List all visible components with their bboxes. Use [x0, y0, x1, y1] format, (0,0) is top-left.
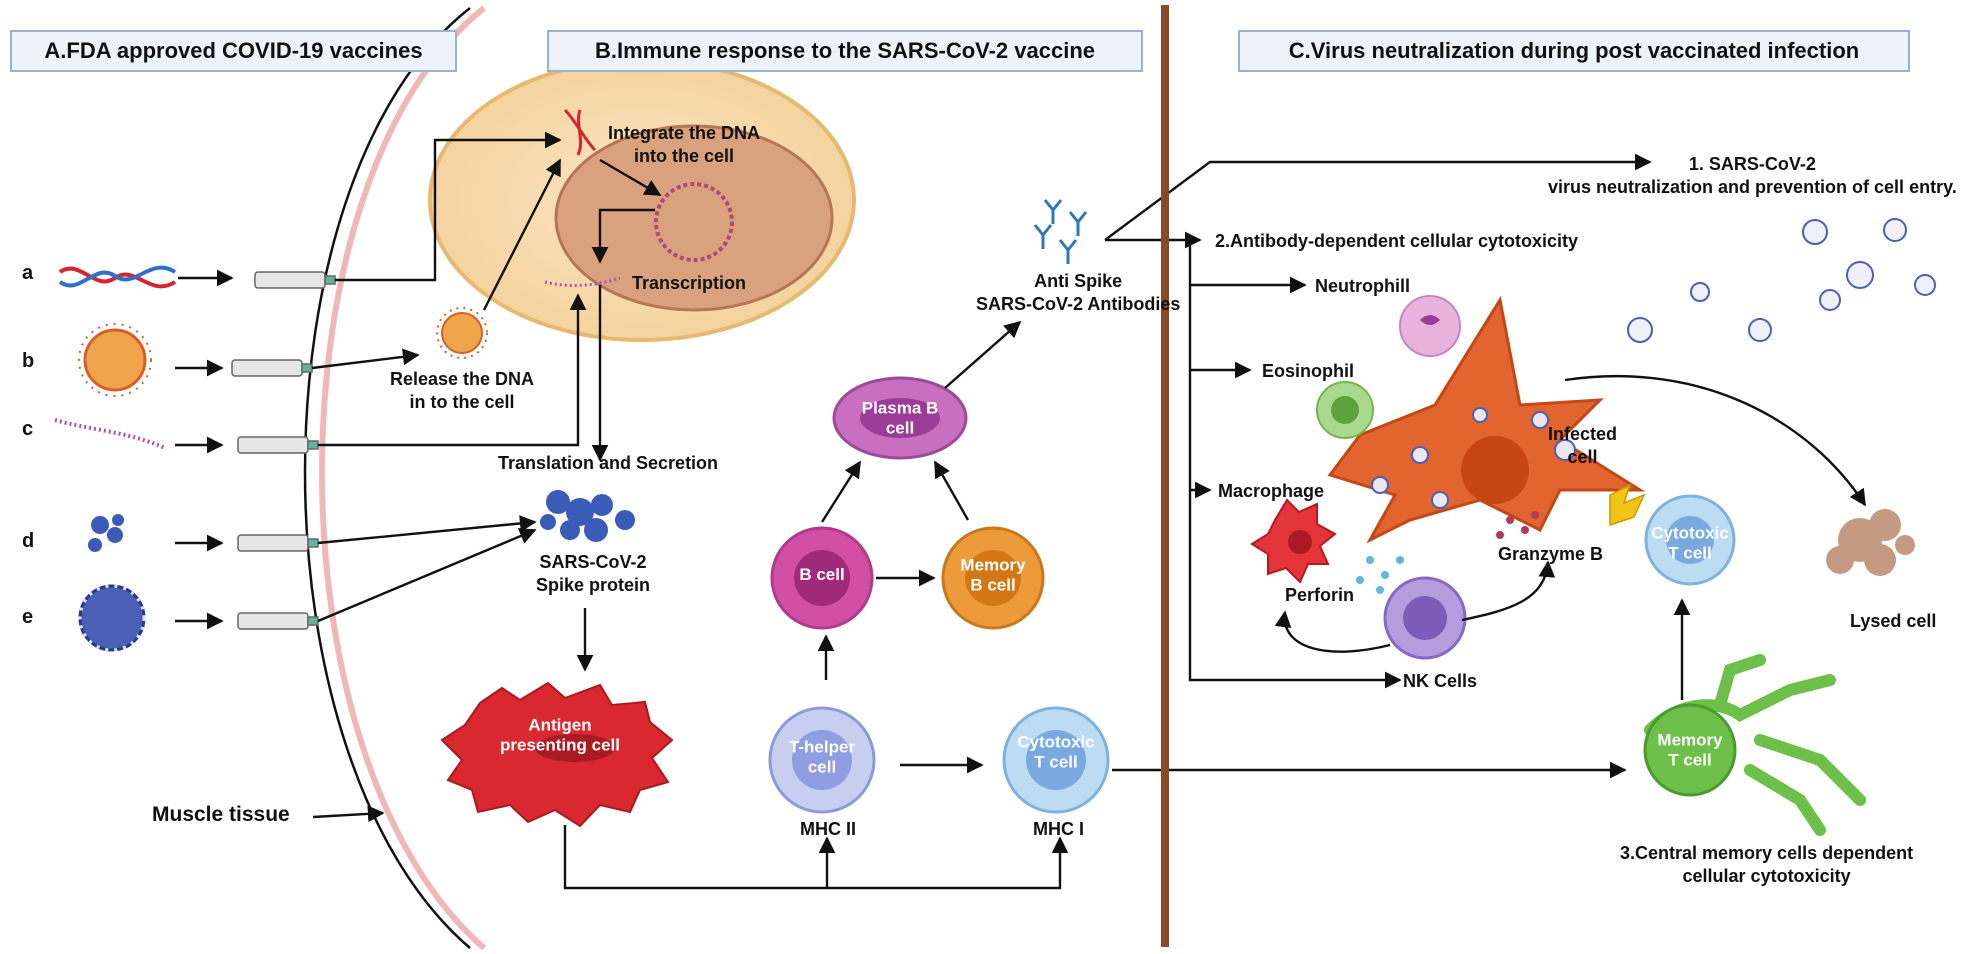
infected-cell-label: Infected cell [1548, 424, 1618, 467]
vaccine-letter-b: b [22, 350, 35, 372]
panel-divider [1161, 5, 1169, 947]
nucleus [554, 124, 834, 312]
adcc-label: 2.Antibody-dependent cellular cytotoxici… [1215, 231, 1579, 251]
granzyme-label: Granzyme B [1498, 544, 1604, 564]
granzyme-dots [1496, 511, 1539, 539]
panel-c-title: C.Virus neutralization during post vacci… [1238, 30, 1910, 72]
spike-protein-label: SARS-CoV-2 Spike protein [536, 552, 651, 595]
eosinophil-label: Eosinophil [1262, 361, 1354, 381]
virus-on-infected-icon [1371, 407, 1576, 509]
translation-secretion-label: Translation and Secretion [498, 453, 719, 473]
spike-protein-cluster-icon [540, 490, 635, 542]
integrate-dna-label: Integrate the DNA into the cell [608, 123, 761, 166]
outcome-1-label: 1. SARS-CoV-2 virus neutralization and p… [1548, 154, 1957, 197]
cytotoxic-t-cell-b-label: Cytotoxic T cell [1017, 732, 1095, 771]
virus-antibody-complex-icon [1627, 218, 1936, 343]
cytotoxic-t-cell-c-label: Cytotoxic T cell [1651, 523, 1729, 562]
vaccine-letter-d: d [22, 530, 35, 552]
dna-helix-icon [58, 265, 177, 289]
lysed-cell [1826, 509, 1915, 576]
t-helper-cell-label: T-helper cell [788, 737, 856, 776]
mrna-icon [54, 418, 166, 450]
vaccine-letter-c: c [22, 418, 34, 440]
release-dna-label: Release the DNA in to the cell [390, 369, 535, 412]
panel-b-title: B.Immune response to the SARS-CoV-2 vacc… [547, 30, 1143, 72]
virus-particle-release-icon [436, 307, 488, 359]
neutrophil-cell [1399, 295, 1461, 357]
dna-small-icon [563, 108, 597, 156]
muscle-membrane-inner [319, 5, 486, 951]
memory-t-cell [1643, 654, 1866, 836]
lysed-cell-label: Lysed cell [1850, 611, 1937, 631]
neutrophil-label: Neutrophill [1315, 276, 1410, 296]
syringe-icons [231, 271, 336, 630]
vaccine-letter-e: e [22, 606, 34, 628]
virus-particle-b-icon [78, 323, 152, 397]
antibody-cluster-icon [1033, 199, 1088, 264]
arrows [175, 131, 1867, 890]
anti-spike-antibodies-label: Anti Spike SARS-CoV-2 Antibodies [976, 271, 1181, 314]
macrophage-label: Macrophage [1218, 481, 1325, 501]
spike-protein-d-icon [88, 514, 124, 552]
vaccine-letter-a: a [22, 262, 34, 284]
outcome-3-label: 3.Central memory cells dependent cellula… [1620, 843, 1914, 886]
memory-t-cell-label: Memory T cell [1657, 730, 1723, 769]
antigen-presenting-label: Antigen presenting cell [500, 715, 620, 754]
mhc-i-label: MHC I [1033, 819, 1084, 839]
plasma-b-cell-label: Plasma B cell [861, 398, 939, 437]
panel-a-title: A.FDA approved COVID-19 vaccines [10, 30, 457, 72]
muscle-tissue-label: Muscle tissue [152, 803, 290, 826]
memory-b-cell-label: Memory B cell [960, 555, 1026, 594]
nk-cells-label: NK Cells [1403, 671, 1478, 691]
perforin-dots [1356, 556, 1404, 594]
perforin-label: Perforin [1285, 585, 1355, 605]
nanoparticle-e-icon [78, 584, 146, 652]
transcription-label: Transcription [632, 273, 747, 293]
lightning-icon [1609, 483, 1646, 527]
b-cell-label: B cell [799, 565, 845, 585]
mhc-ii-label: MHC II [800, 819, 856, 839]
muscle-membrane [303, 7, 471, 949]
